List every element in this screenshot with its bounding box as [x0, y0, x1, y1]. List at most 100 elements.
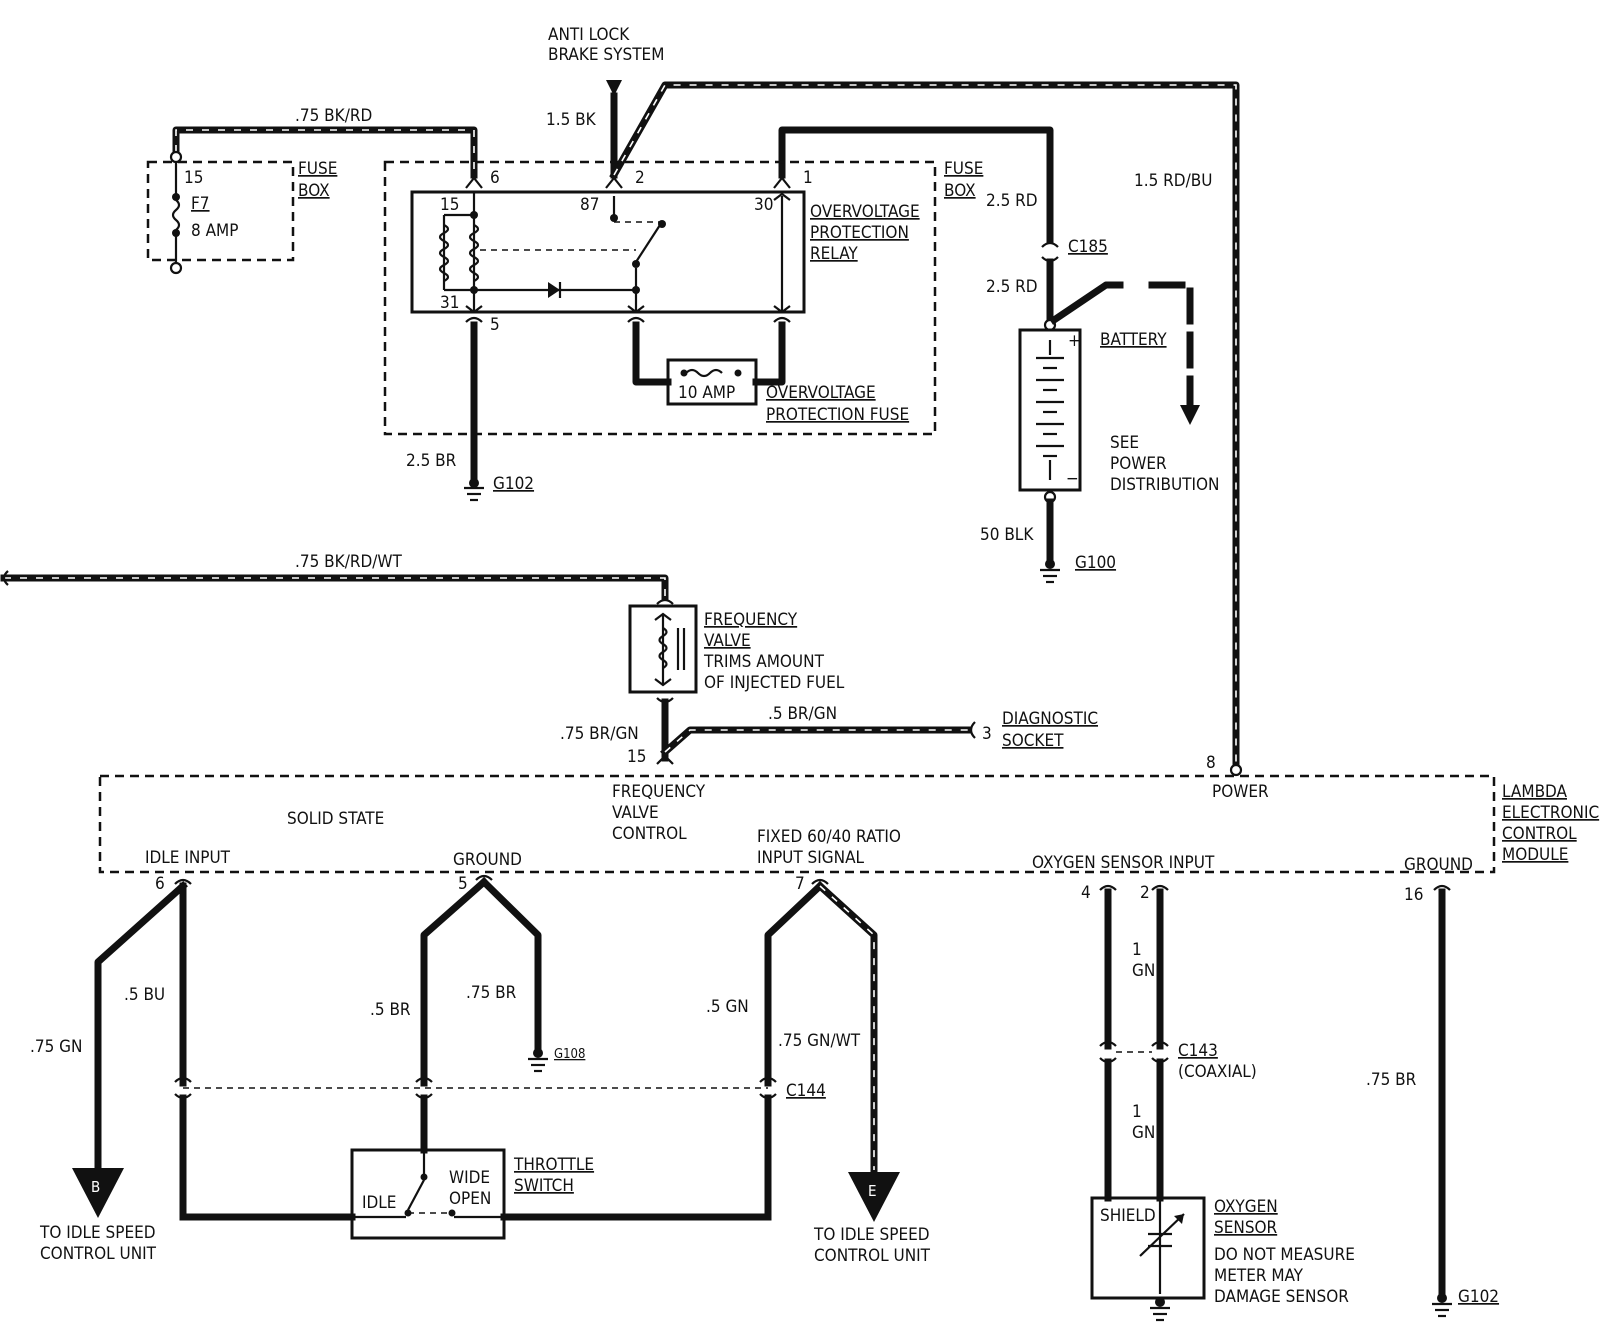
relay-pin-30: 30	[754, 195, 773, 215]
ground-oxygen-sensor	[1150, 1297, 1170, 1322]
relay-pin-2: 2	[635, 168, 645, 188]
module-pin-8: 8	[1206, 753, 1216, 773]
oxygen-sensor-desc-1: DO NOT MEASURE	[1214, 1245, 1355, 1265]
battery-cells	[1036, 340, 1064, 480]
wire-label-50-blk: 50 BLK	[980, 525, 1034, 545]
battery-plus: +	[1068, 331, 1081, 351]
ground-label-g108: G108	[554, 1047, 585, 1062]
wire-label-075-gn-wt: .75 GN/WT	[778, 1031, 861, 1051]
fuse-f7-name: F7	[191, 194, 210, 214]
module-solid-state: SOLID STATE	[287, 809, 384, 829]
module-name-3: CONTROL	[1502, 824, 1577, 844]
wire-label-25-rd-a: 2.5 RD	[986, 191, 1038, 211]
throttle-switch-title-1: THROTTLE	[513, 1155, 594, 1175]
fuse-f7-pin: 15	[184, 168, 203, 188]
arrow-e-label: E	[868, 1182, 877, 1200]
connector-c185: C185	[1068, 237, 1108, 257]
wire-label-15-bk: 1.5 BK	[546, 110, 597, 130]
throttle-wide-label: WIDE	[449, 1168, 490, 1188]
wire-label-075-gn: .75 GN	[30, 1037, 82, 1057]
ground-label-g102-top: G102	[493, 474, 534, 494]
abs-label-1: ANTI LOCK	[548, 25, 630, 45]
wire-label-25-br: 2.5 BR	[406, 451, 457, 471]
arrow-b-label: B	[91, 1178, 100, 1196]
lambda-module-outline	[98, 774, 1496, 874]
overvoltage-fuse-title-1: OVERVOLTAGE	[766, 383, 876, 403]
see-power-2: POWER	[1110, 454, 1167, 474]
wire-075-bk-rd-wt	[0, 574, 669, 600]
oxygen-sensor-shield: SHIELD	[1100, 1206, 1156, 1226]
overvoltage-fuse-rating: 10 AMP	[678, 383, 735, 403]
to-idle-e-1: TO IDLE SPEED	[813, 1225, 930, 1245]
diagnostic-socket-2: SOCKET	[1002, 731, 1064, 751]
see-power-1: SEE	[1110, 433, 1139, 453]
module-fvc-1: FREQUENCY	[612, 782, 706, 802]
frequency-valve-desc-1: TRIMS AMOUNT	[703, 652, 825, 672]
oxygen-sensor-title-1: OXYGEN	[1214, 1197, 1278, 1217]
wire-label-5-br-gn: .5 BR/GN	[768, 704, 837, 724]
module-power-label: POWER	[1212, 782, 1269, 802]
wire-label-1-gn-a-1: 1	[1132, 940, 1142, 960]
abs-label-2: BRAKE SYSTEM	[548, 45, 664, 65]
wire-label-15-rd-bu: 1.5 RD/BU	[1134, 171, 1212, 191]
wire-label-5-gn: .5 GN	[706, 997, 749, 1017]
to-idle-e-2: CONTROL UNIT	[814, 1246, 931, 1266]
arrow-e	[848, 1172, 900, 1222]
module-pin-6: 6	[155, 874, 165, 894]
wire-label-075-br-2: .75 BR	[1366, 1070, 1417, 1090]
wire-label-075-bk-rd-wt: .75 BK/RD/WT	[295, 552, 403, 572]
arrow-b	[72, 1168, 124, 1218]
battery-minus: −	[1066, 469, 1079, 489]
module-pin-15: 15	[627, 747, 646, 767]
connector-c143: C143	[1178, 1041, 1218, 1061]
relay-fuse-box-outline	[383, 160, 937, 436]
wire-label-075-br-gn: .75 BR/GN	[560, 724, 639, 744]
wire-label-5-bu: .5 BU	[124, 985, 165, 1005]
frequency-valve-title-1: FREQUENCY	[704, 610, 798, 630]
module-fixed-2: INPUT SIGNAL	[757, 848, 865, 868]
wire-label-1-gn-a-2: GN	[1132, 961, 1155, 981]
oxygen-sensor-desc-2: METER MAY	[1214, 1266, 1304, 1286]
module-fvc-2: VALVE	[612, 803, 659, 823]
overvoltage-relay-body	[410, 190, 806, 314]
relay-coil	[438, 192, 480, 312]
ground-g102-top	[464, 478, 484, 502]
fuse-box-right-1: FUSE	[944, 159, 983, 179]
ground-g108	[528, 1048, 548, 1073]
relay-pin-1: 1	[803, 168, 813, 188]
module-pin-2: 2	[1140, 883, 1150, 903]
wire-label-075-bk-rd: .75 BK/RD	[295, 106, 372, 126]
relay-pin-87: 87	[580, 195, 599, 215]
diagnostic-socket-1: DIAGNOSTIC	[1002, 709, 1098, 729]
wire-15-rd-bu	[609, 81, 1240, 769]
relay-title-1: OVERVOLTAGE	[810, 202, 920, 222]
overvoltage-fuse-body	[666, 358, 758, 406]
wire-label-5-br: .5 BR	[370, 1000, 411, 1020]
module-idle-input: IDLE INPUT	[145, 848, 231, 868]
ground-label-g102-bottom: G102	[1458, 1287, 1499, 1307]
wire-label-25-rd-b: 2.5 RD	[986, 277, 1038, 297]
wire-5-br-gn	[660, 726, 972, 757]
oxygen-sensor-title-2: SENSOR	[1214, 1218, 1278, 1238]
fuse-f7-rating: 8 AMP	[191, 221, 238, 241]
module-fixed-1: FIXED 60/40 RATIO	[757, 827, 901, 847]
fuse-box-left-label-1: FUSE	[298, 159, 337, 179]
to-idle-b-1: TO IDLE SPEED	[39, 1223, 156, 1243]
module-name-2: ELECTRONIC	[1502, 803, 1599, 823]
module-name-1: LAMBDA	[1502, 782, 1568, 802]
wire-label-1-gn-b-2: GN	[1132, 1123, 1155, 1143]
power-distribution-arrow	[1180, 405, 1200, 425]
module-pin-7: 7	[795, 874, 805, 894]
abs-arrow	[606, 80, 622, 96]
connector-c143-coaxial: (COAXIAL)	[1178, 1062, 1257, 1082]
ground-label-g100: G100	[1075, 553, 1116, 573]
fuse-box-left-label-2: BOX	[298, 181, 330, 201]
oxygen-sensor-desc-3: DAMAGE SENSOR	[1214, 1287, 1349, 1307]
wire-075-bk-rd	[172, 126, 478, 179]
frequency-valve-body	[628, 604, 698, 694]
relay-pin-5: 5	[490, 315, 500, 335]
to-idle-b-2: CONTROL UNIT	[40, 1244, 157, 1264]
oxygen-sensor-variable-arrow	[1174, 1214, 1184, 1224]
frequency-valve-desc-2: OF INJECTED FUEL	[704, 673, 845, 693]
